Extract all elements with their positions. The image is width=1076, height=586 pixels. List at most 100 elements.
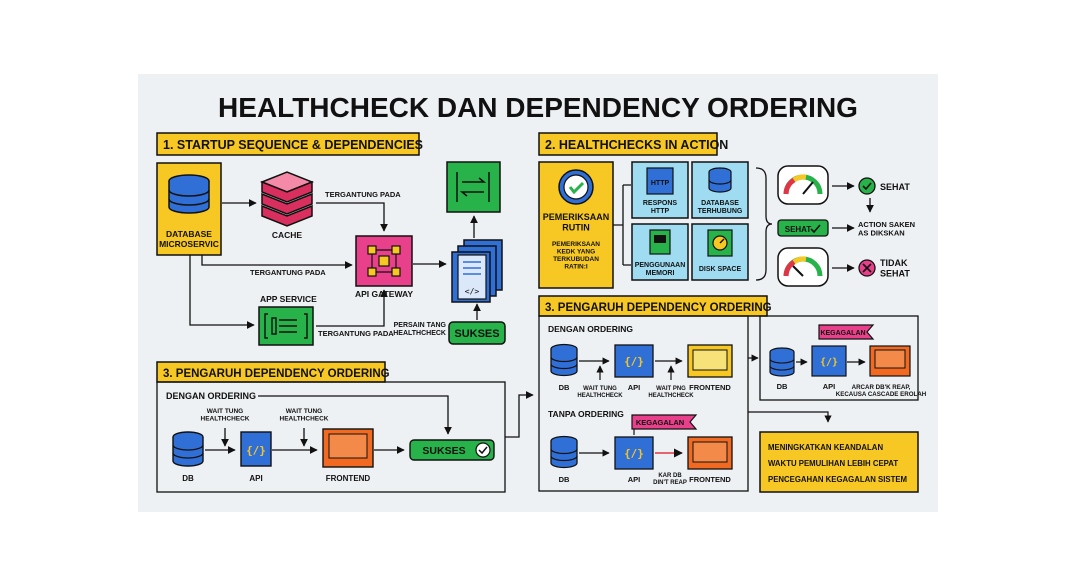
api-label-left: API (249, 474, 262, 483)
dependency-label-app: TERGANTUNG PADA (318, 329, 394, 338)
dependency-label-gateway: TERGANTUNG PADA (250, 268, 326, 277)
monitor-icon-cascade (874, 349, 906, 369)
db-icon-right-2 (550, 435, 578, 469)
with-ordering-label: DENGAN ORDERING (166, 391, 256, 401)
cascade-panel (759, 315, 919, 401)
switch-node (446, 161, 501, 213)
api-node-left (240, 431, 272, 467)
http-icon-text: HTTP (651, 180, 670, 187)
benefit-1: MENINGKATKAN KEANDALAN (768, 443, 883, 452)
frontend-label-right: FRONTEND (689, 383, 731, 392)
failure-flag-2 (818, 324, 875, 340)
badge-check-icon (810, 224, 821, 234)
database-icon (168, 174, 210, 214)
api-node-right (614, 344, 654, 378)
monitor-icon-right (692, 349, 728, 371)
benefit-3: PENCEGAHAN KEGAGALAN SISTEM (768, 475, 907, 484)
svg-text:</>: </> (465, 287, 480, 296)
section1-heading: 1. STARTUP SEQUENCE & DEPENDENCIES (163, 138, 423, 152)
section3-right-heading: 3. PENGARUH DEPENDENCY ORDERING (545, 302, 772, 314)
unhealthy-gauge-icon (777, 247, 829, 287)
cache-icon (259, 171, 315, 227)
document-icon (264, 313, 308, 339)
section1-connectors (189, 199, 481, 329)
http-icon (646, 167, 674, 195)
gateway-icon (367, 245, 401, 277)
with-ordering-label-right: DENGAN ORDERING (548, 324, 633, 334)
check-circle-icon (558, 169, 594, 205)
healthy-check-mark (862, 182, 872, 191)
swap-arrows-icon (456, 172, 490, 202)
healthy-gauge-icon (777, 165, 829, 205)
disk-space-label: DISK SPACE (699, 266, 742, 273)
db-label-cascade: DB (777, 382, 788, 391)
section3-left-heading: 3. PENGARUH DEPENDENCY ORDERING (163, 368, 390, 380)
frontend-label-right-2: FRONTEND (689, 475, 731, 484)
section2-heading-box (538, 132, 718, 156)
failure-label: KEGAGALAN (636, 418, 684, 427)
success-label-left: SUKSES (422, 445, 465, 457)
db-label-left: DB (182, 474, 194, 483)
healthy-badge-label: SEHAT (785, 225, 812, 234)
tiles-bracket (755, 167, 773, 281)
frontend-label-left: FRONTEND (326, 474, 371, 483)
db-label-right: DB (559, 383, 570, 392)
success-check-mark (478, 446, 488, 455)
section3-left-connectors (205, 391, 534, 454)
unhealthy-x-mark (862, 263, 872, 273)
failure-flag (631, 414, 698, 430)
healthy-check-icon (858, 177, 876, 195)
benefits-box (759, 431, 919, 493)
code-icon-right: {/} (624, 355, 644, 368)
code-icon-left: {/} (246, 444, 266, 457)
api-node-right-2 (614, 436, 654, 470)
section3-right-connectors (579, 357, 683, 457)
monitor-icon-right-2 (692, 441, 728, 463)
dependency-label-cache: TERGANTUNG PADA (325, 190, 401, 199)
failure-label-2: KEGAGALAN (820, 330, 865, 337)
db-icon-cascade (769, 347, 795, 377)
db-label-right-2: DB (559, 475, 570, 484)
section2-connectors (832, 182, 874, 272)
success-badge (448, 321, 506, 345)
success-label: SUKSES (454, 328, 499, 340)
without-ordering-label: TANPA ORDERING (548, 409, 624, 419)
monitor-icon-left (328, 433, 368, 459)
api-node-cascade (811, 345, 847, 377)
page-title: HEALTHCHECK DAN DEPENDENCY ORDERING (218, 92, 858, 123)
section2-heading: 2. HEALTHCHECKS IN ACTION (545, 138, 728, 152)
cascade-connectors (748, 354, 866, 423)
db-icon-right (550, 343, 578, 377)
healthy-status-badge (777, 219, 829, 237)
api-label-cascade: API (823, 382, 836, 391)
code-icon-right-2: {/} (624, 447, 644, 460)
api-label-right: API (628, 383, 641, 392)
api-label-right-2: API (628, 475, 641, 484)
success-badge-left (409, 439, 495, 461)
db-icon-left (172, 431, 204, 467)
routine-bracket (613, 184, 631, 266)
benefit-2: WAKTU PEMULIHAN LEBIH CEPAT (768, 459, 898, 468)
section3-right-panel (538, 315, 749, 492)
code-icon-cascade: {/} (820, 357, 838, 368)
memory-card-icon (649, 229, 671, 255)
cache-label: CACHE (272, 230, 303, 240)
section1-heading-box (156, 132, 420, 156)
healthy-label: SEHAT (880, 182, 910, 192)
app-service-label: APP SERVICE (260, 294, 317, 304)
